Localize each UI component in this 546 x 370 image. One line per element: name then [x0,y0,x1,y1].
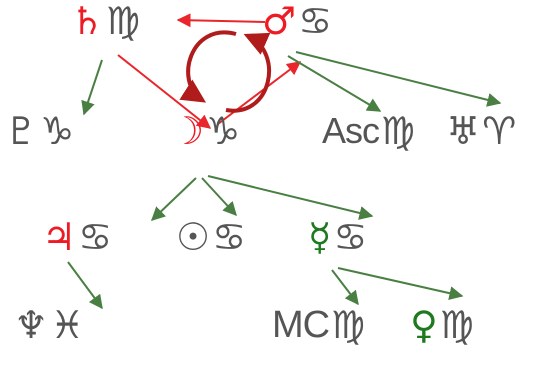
node-mercury-cancer: ☿ ♋︎ [308,218,367,256]
uranus-icon: ♅ [446,109,481,153]
cancer-icon: ♋︎ [333,215,368,259]
saturn-icon: ♄ [70,0,105,43]
arrow-mars-to-asc [287,55,382,112]
virgo-icon: ♍︎ [381,109,416,153]
virgo-icon: ♍︎ [331,303,366,347]
reception-cycle-arc-left [179,30,237,103]
arrow-mercury-to-mc [331,269,359,306]
venus-icon: ♀ [410,303,438,347]
cancer-icon: ♋︎ [212,215,247,259]
arrow-moon-to-sun [201,177,237,217]
pisces-icon: ♓︎ [50,303,85,347]
mercury-icon: ☿ [308,215,332,259]
arrow-mars-to-saturn [176,13,266,28]
arrow-mercury-to-venus [337,267,464,301]
node-asc-virgo: Asc ♍︎ [322,112,415,150]
capricorn-icon: ♑︎ [206,109,241,153]
arrow-moon-to-jupiter [150,177,197,221]
cancer-icon: ♋︎ [298,0,333,43]
arrow-saturn-to-pluto [81,59,103,116]
cancer-icon: ♋︎ [78,215,113,259]
virgo-icon: ♍︎ [439,303,474,347]
node-mc-virgo: MC ♍︎ [272,306,365,344]
neptune-icon: ♆ [14,303,49,347]
capricorn-icon: ♑︎ [40,109,75,153]
node-neptune-pisces: ♆ ♓︎ [14,306,84,344]
moon-icon: ☽ [170,109,205,153]
mars-icon: ♂ [262,0,297,43]
node-saturn-virgo: ♄ ♍︎ [70,2,140,40]
arrow-jupiter-to-neptune [67,261,103,310]
node-jupiter-cancer: ♃ ♋︎ [42,218,112,256]
midheaven-label: MC [272,304,330,346]
node-moon-capricorn: ☽ ♑︎ [170,112,240,150]
aries-icon: ♈︎ [482,109,517,153]
reception-cycle-arc-right [225,32,272,113]
node-uranus-aries: ♅ ♈︎ [446,112,516,150]
virgo-icon: ♍︎ [106,0,141,43]
arrow-mars-to-uranus [295,51,502,107]
node-sun-cancer: ☉ ♋︎ [176,218,246,256]
ascendant-label: Asc [322,110,380,151]
arrow-moon-to-mercury [207,175,374,220]
node-venus-virgo: ♀ ♍︎ [410,306,474,344]
jupiter-icon: ♃ [42,215,77,259]
pluto-icon: ♇ [4,109,39,153]
node-pluto-capricorn: ♇ ♑︎ [4,112,74,150]
node-mars-cancer: ♂ ♋︎ [262,2,332,40]
sun-icon: ☉ [176,215,211,259]
